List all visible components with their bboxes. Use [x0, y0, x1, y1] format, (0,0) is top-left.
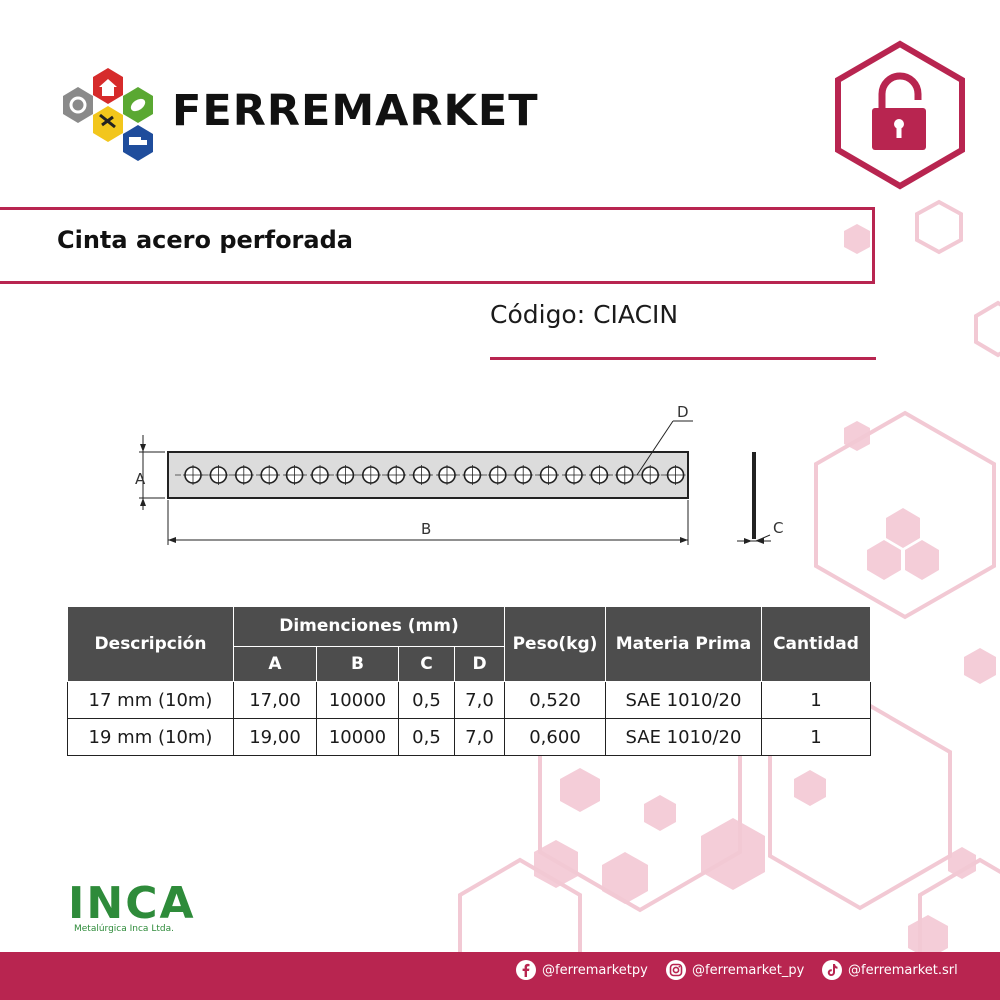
social-tiktok[interactable]: @ferremarket.srl	[822, 959, 958, 981]
inca-logo: INCA Metalúrgica Inca Ltda.	[68, 878, 196, 940]
header-c: C	[398, 645, 455, 683]
cell-materia: SAE 1010/20	[605, 718, 762, 756]
cell-b: 10000	[316, 718, 399, 756]
cell-d: 7,0	[454, 718, 505, 756]
cell-d: 7,0	[454, 681, 505, 719]
cell-materia: SAE 1010/20	[605, 681, 762, 719]
spec-table: Descripción Dimenciones (mm) Peso(kg) Ma…	[67, 606, 871, 756]
title-frame	[0, 207, 875, 284]
technical-drawing: A B D C	[135, 403, 783, 545]
header-a: A	[233, 645, 317, 683]
header-dimensiones: Dimenciones (mm)	[233, 606, 505, 647]
cell-a: 17,00	[233, 681, 317, 719]
header-materia: Materia Prima	[605, 606, 762, 682]
header-cantidad: Cantidad	[761, 606, 871, 682]
cell-cantidad: 1	[761, 681, 871, 719]
dimension-label-a: A	[135, 470, 146, 488]
cell-descripcion: 17 mm (10m)	[67, 681, 234, 719]
cell-descripcion: 19 mm (10m)	[67, 718, 234, 756]
instagram-icon	[666, 960, 686, 980]
lock-open-icon	[835, 40, 965, 190]
table-row: 17 mm (10m) 17,00 10000 0,5 7,0 0,520 SA…	[67, 681, 871, 719]
brand-name: FERREMARKET	[172, 86, 539, 136]
table-row: 19 mm (10m) 19,00 10000 0,5 7,0 0,600 SA…	[67, 718, 871, 756]
cell-b: 10000	[316, 681, 399, 719]
tiktok-icon	[822, 960, 842, 980]
footer-bar: @ferremarketpy @ferremarket_py @ferremar…	[0, 952, 1000, 1000]
product-code: Código: CIACIN	[490, 300, 679, 329]
product-title: Cinta acero perforada	[57, 226, 353, 254]
social-instagram[interactable]: @ferremarket_py	[666, 959, 804, 981]
dimension-label-c: C	[773, 519, 783, 537]
inca-logo-subtitle: Metalúrgica Inca Ltda.	[74, 924, 174, 934]
dimension-label-d: D	[677, 403, 689, 421]
header-peso: Peso(kg)	[504, 606, 606, 682]
dimension-label-b: B	[421, 520, 431, 538]
inca-logo-name: INCA	[68, 878, 196, 929]
cell-peso: 0,600	[504, 718, 606, 756]
tiktok-handle: @ferremarket.srl	[848, 962, 958, 978]
product-code-section: Código: CIACIN	[490, 300, 876, 360]
social-facebook[interactable]: @ferremarketpy	[516, 959, 648, 981]
instagram-handle: @ferremarket_py	[692, 962, 805, 978]
facebook-icon	[516, 960, 536, 980]
header-b: B	[316, 645, 399, 683]
ferremarket-logo-icon	[63, 68, 153, 161]
cell-peso: 0,520	[504, 681, 606, 719]
facebook-handle: @ferremarketpy	[542, 962, 648, 978]
cell-c: 0,5	[398, 718, 455, 756]
cell-c: 0,5	[398, 681, 455, 719]
cell-cantidad: 1	[761, 718, 871, 756]
cell-a: 19,00	[233, 718, 317, 756]
header-descripcion: Descripción	[67, 606, 234, 682]
header-d: D	[454, 645, 505, 683]
